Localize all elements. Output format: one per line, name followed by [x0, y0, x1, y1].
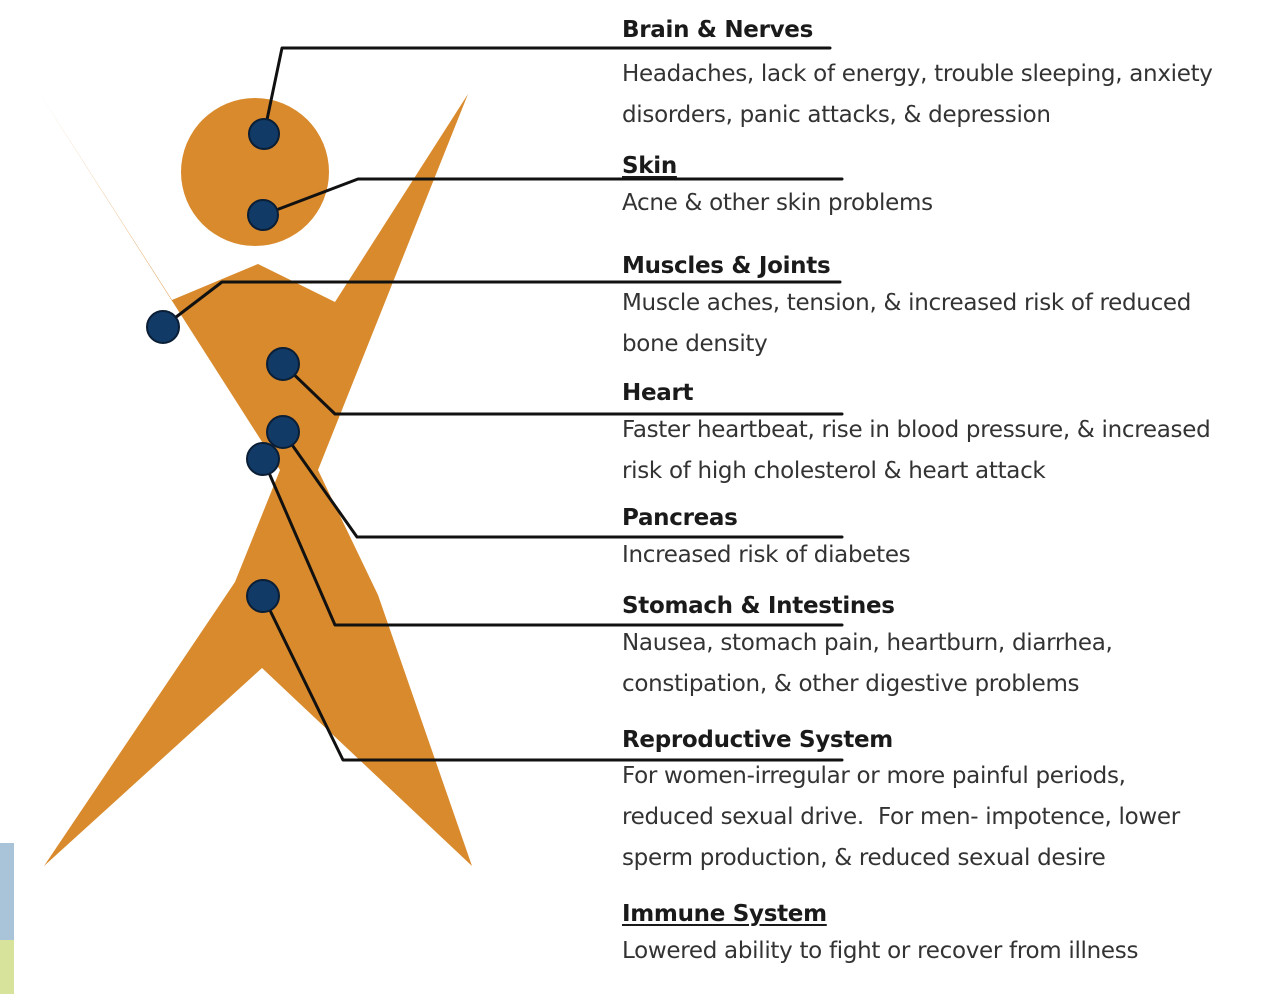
entry-description: Increased risk of diabetes: [622, 535, 1262, 576]
pancreas-dot: [267, 416, 299, 448]
entry-skin: Skin Acne & other skin problems: [622, 152, 1262, 224]
entry-title: Stomach & Intestines: [622, 592, 1262, 620]
entry-description: Headaches, lack of energy, trouble sleep…: [622, 54, 1262, 136]
entry-description-line: For women-irregular or more painful peri…: [622, 756, 1262, 797]
entry-description: Muscle aches, tension, & increased risk …: [622, 283, 1232, 365]
entry-title: Muscles & Joints: [622, 252, 1262, 280]
entry-heart: Heart Faster heartbeat, rise in blood pr…: [622, 379, 1262, 492]
entry-immune-system: Immune System Lowered ability to fight o…: [622, 900, 1262, 972]
heart-dot: [267, 348, 299, 380]
skin-dot: [248, 200, 278, 230]
entry-muscles-joints: Muscles & Joints Muscle aches, tension, …: [622, 252, 1262, 365]
entry-description: Lowered ability to fight or recover from…: [622, 931, 1262, 972]
entry-title: Brain & Nerves: [622, 16, 1262, 44]
stomach-dot: [247, 443, 279, 475]
entry-description-line: reduced sexual drive. For men- impotence…: [622, 797, 1262, 838]
entry-reproductive-system: Reproductive System For women-irregular …: [622, 726, 1262, 879]
entry-description-line: sperm production, & reduced sexual desir…: [622, 838, 1262, 879]
entry-stomach-intestines: Stomach & Intestines Nausea, stomach pai…: [622, 592, 1262, 705]
entry-title: Immune System: [622, 900, 1262, 928]
entry-description: Faster heartbeat, rise in blood pressure…: [622, 410, 1222, 492]
entry-description: Acne & other skin problems: [622, 183, 1262, 224]
entry-title: Reproductive System: [622, 726, 1262, 754]
brain-dot: [249, 119, 279, 149]
entry-brain-nerves: Brain & Nerves Headaches, lack of energy…: [622, 16, 1262, 136]
entry-title: Heart: [622, 379, 1262, 407]
entry-title: Pancreas: [622, 504, 1262, 532]
entry-pancreas: Pancreas Increased risk of diabetes: [622, 504, 1262, 576]
reproductive-dot: [247, 580, 279, 612]
entry-description: Nausea, stomach pain, heartburn, diarrhe…: [622, 623, 1182, 705]
muscles-dot: [147, 311, 179, 343]
entry-title: Skin: [622, 152, 1262, 180]
